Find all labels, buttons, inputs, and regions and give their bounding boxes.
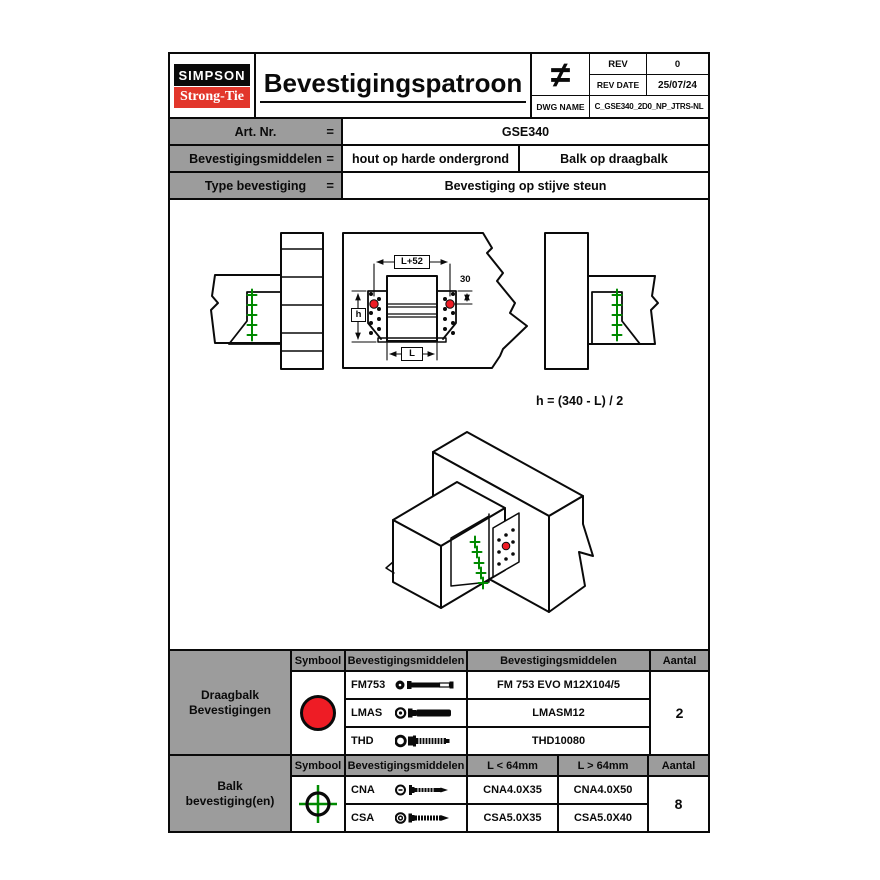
size-cell: CSA5.0X35 — [468, 805, 557, 831]
anchor-point — [501, 541, 511, 551]
logo-strongtie: Strong-Tie — [174, 86, 250, 108]
col-header-aantal: Aantal — [651, 651, 708, 670]
drawing-sheet: SIMPSON Strong-Tie Bevestigingspatroon ≠… — [168, 52, 710, 833]
balk-row-label: Balk bevestiging(en) — [170, 756, 290, 831]
type-bevestiging-label: Type bevestiging — [204, 178, 307, 193]
title-bar: SIMPSON Strong-Tie Bevestigingspatroon ≠… — [170, 54, 708, 119]
fm753-bolt-icon — [395, 680, 454, 690]
dwg-name-value: C_GSE340_2D0_NP_JTRS-NL — [590, 96, 708, 117]
dim-label-height: h — [351, 308, 366, 322]
fastener-code-cell: LMAS — [346, 700, 466, 726]
dim-label-top-width: L+52 — [394, 255, 430, 269]
dim-label-edge-offset: 30 — [460, 274, 471, 285]
logo-simpson: SIMPSON — [174, 63, 250, 86]
cna-nail-icon — [395, 784, 448, 796]
art-nr-value: GSE340 — [343, 119, 708, 144]
bevestigingsmiddelen-label-cell: Bevestigingsmiddelen = — [170, 146, 341, 171]
type-bevestiging-label-cell: Type bevestiging = — [170, 173, 341, 198]
type-bevestiging-value: Bevestiging op stijve steun — [343, 173, 708, 198]
equals-sign: = — [326, 178, 334, 193]
page-title: Bevestigingspatroon — [259, 68, 527, 103]
dwg-name-label: DWG NAME — [532, 96, 589, 117]
product-cell: LMASM12 — [468, 700, 649, 726]
balk-op-draagbalk-value: Balk op draagbalk — [520, 146, 708, 171]
balk-fastener-table: Balk bevestiging(en) Symbool Bevestiging… — [170, 756, 708, 831]
art-nr-row: Art. Nr. = GSE340 — [170, 119, 708, 144]
simpson-strongtie-logo: SIMPSON Strong-Tie — [170, 54, 256, 117]
revision-block: ≠ REV 0 REV DATE 25/07/24 DWG NAME C_GSE… — [530, 54, 708, 117]
technical-drawing-svg — [210, 232, 659, 613]
front-view-center — [342, 232, 528, 369]
symbol-cell — [292, 672, 344, 754]
size-cell: CNA4.0X50 — [559, 777, 647, 803]
art-nr-label-cell: Art. Nr. = — [170, 119, 341, 144]
fastener-code-cell: THD — [346, 728, 466, 754]
rev-label: REV — [590, 54, 646, 74]
anchor-point-left — [369, 299, 379, 309]
col-header-middelen: Bevestigingsmiddelen — [346, 756, 466, 775]
anchor-point-right — [445, 299, 455, 309]
draagbalk-row-label: Draagbalk Bevestigingen — [170, 651, 290, 754]
csa-screw-icon — [395, 812, 449, 824]
rev-value: 0 — [647, 54, 708, 74]
equals-sign: = — [326, 124, 334, 139]
title-container: Bevestigingspatroon — [256, 54, 530, 117]
info-rows: Art. Nr. = GSE340 Bevestigingsmiddelen =… — [170, 119, 708, 200]
col-header-middelen: Bevestigingsmiddelen — [346, 651, 466, 670]
col-header-aantal: Aantal — [649, 756, 708, 775]
fastener-code-cell: FM753 — [346, 672, 466, 698]
red-circle-symbol-icon — [300, 695, 336, 731]
bevestigingsmiddelen-label: Bevestigingsmiddelen — [189, 151, 322, 166]
ondergrond-value: hout op harde ondergrond — [343, 146, 518, 171]
thd-screw-icon — [395, 734, 450, 748]
rev-date-label: REV DATE — [590, 75, 646, 95]
symbol-cell — [292, 777, 344, 831]
lmas-bolt-icon — [395, 707, 451, 719]
draagbalk-fastener-table: Draagbalk Bevestigingen Symbool Bevestig… — [170, 651, 708, 756]
type-bevestiging-row: Type bevestiging = Bevestiging op stijve… — [170, 173, 708, 198]
isometric-view — [385, 431, 594, 613]
col-header-symbool: Symbool — [292, 756, 344, 775]
technical-drawing-area: L+52 30 h L h = (340 - L) / 2 — [170, 200, 708, 651]
side-view-right — [544, 232, 659, 370]
nail-holes — [369, 292, 455, 335]
bevestigingsmiddelen-row: Bevestigingsmiddelen = hout op harde ond… — [170, 146, 708, 171]
equals-sign: = — [326, 151, 334, 166]
aantal-value: 8 — [649, 777, 708, 831]
crosshair-symbol-icon — [299, 785, 337, 823]
nail-holes — [497, 528, 515, 566]
col-header-l-small: L < 64mm — [468, 756, 557, 775]
product-cell: FM 753 EVO M12X104/5 — [468, 672, 649, 698]
dim-label-width: L — [401, 347, 423, 361]
art-nr-label: Art. Nr. — [234, 124, 277, 139]
fastener-markers — [611, 288, 623, 342]
aantal-value: 2 — [651, 672, 708, 754]
fastener-code-cell: CSA — [346, 805, 466, 831]
height-formula: h = (340 - L) / 2 — [536, 394, 624, 408]
fastener-markers — [246, 288, 258, 342]
col-header-middelen-2: Bevestigingsmiddelen — [468, 651, 649, 670]
side-view-left — [210, 232, 324, 370]
size-cell: CNA4.0X35 — [468, 777, 557, 803]
product-cell: THD10080 — [468, 728, 649, 754]
not-equal-icon: ≠ — [532, 54, 589, 95]
col-header-symbool: Symbool — [292, 651, 344, 670]
size-cell: CSA5.0X40 — [559, 805, 647, 831]
rev-date-value: 25/07/24 — [647, 75, 708, 95]
col-header-l-large: L > 64mm — [559, 756, 647, 775]
fastener-code-cell: CNA — [346, 777, 466, 803]
